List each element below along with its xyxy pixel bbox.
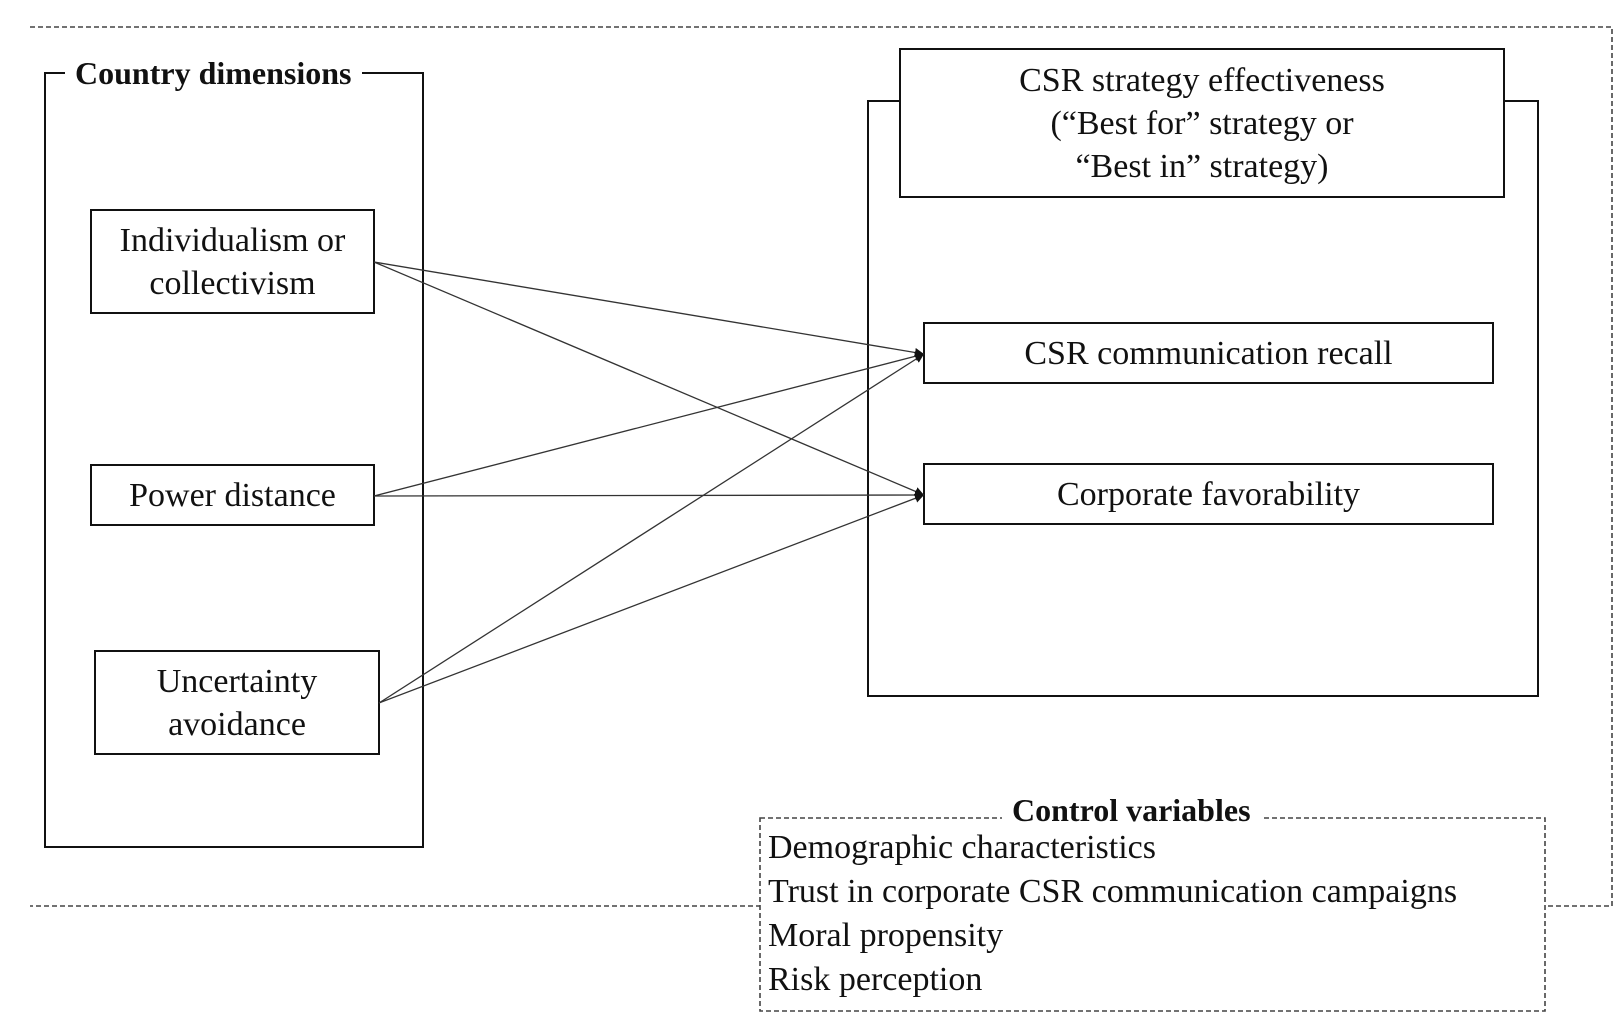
control-item-demographics: Demographic characteristics	[768, 829, 1156, 866]
node-individualism-box	[90, 209, 375, 314]
node-corporate-favorability: Corporate favorability	[1056, 475, 1361, 513]
csr-effectiveness-title: CSR strategy effectiveness (“Best for” s…	[1019, 61, 1385, 185]
edge-uncertainty-to-recall	[378, 353, 925, 704]
node-uncertainty-box	[94, 650, 380, 755]
node-power-distance-box	[90, 464, 375, 526]
node-favorability-box	[923, 463, 1494, 525]
node-individualism: Individualism or collectivism	[119, 221, 346, 302]
edge-individualism-to-recall	[373, 261, 925, 357]
csr-effectiveness-box	[867, 100, 1539, 697]
control-item-trust: Trust in corporate CSR communication cam…	[768, 873, 1458, 910]
csr-header-box	[899, 48, 1505, 198]
edge-power-distance-to-favorability	[373, 490, 925, 500]
node-uncertainty: Uncertainty avoidance	[156, 662, 318, 743]
edge-power-distance-to-recall	[373, 351, 925, 497]
edge-uncertainty-to-favorability	[378, 493, 925, 704]
edge-individualism-to-favorability	[373, 261, 925, 496]
node-csr-recall: CSR communication recall	[1024, 334, 1393, 372]
control-variables-list: Demographic characteristics Trust in cor…	[768, 826, 1457, 1002]
control-item-moral-propensity: Moral propensity	[768, 917, 1004, 954]
control-item-risk-perception: Risk perception	[768, 961, 983, 998]
control-variables-title: Control variables	[1002, 790, 1261, 830]
control-variables-box	[759, 817, 1546, 1012]
country-dimensions-title: Country dimensions	[65, 53, 362, 93]
node-power-distance: Power distance	[129, 476, 336, 514]
node-recall-box	[923, 322, 1494, 384]
